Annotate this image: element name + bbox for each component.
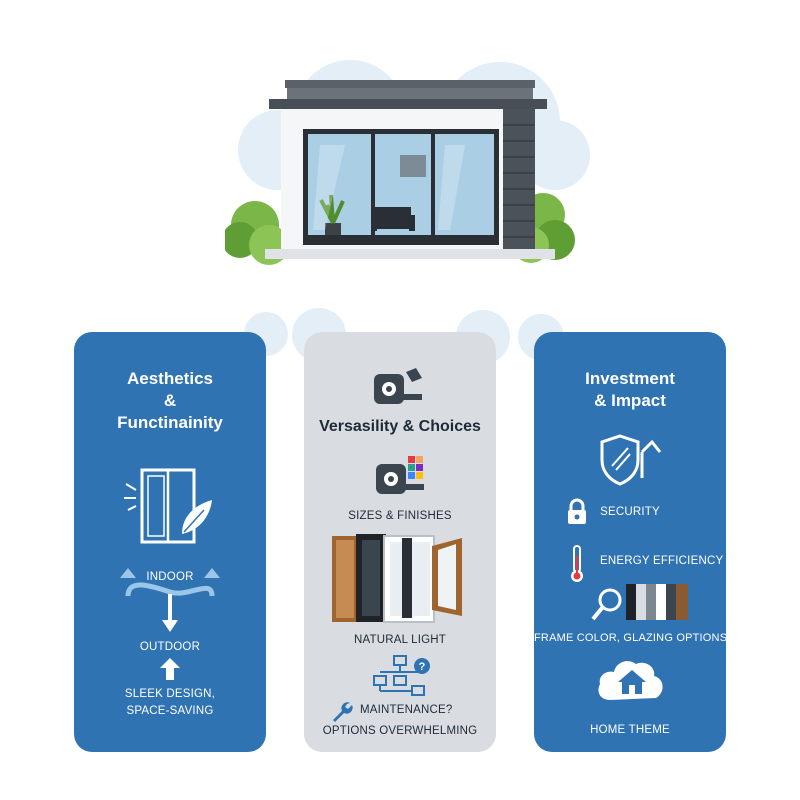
flowchart-icon: ? [373,655,430,696]
frame-swatches-icon [626,584,688,620]
versatility-panel: Versasility & Choices SIZES & FINISHES N… [304,332,496,752]
panel-title-line: Aesthetics [127,369,213,388]
maintenance-label: MAINTENANCE? [360,704,453,716]
tape-measure-icon [374,368,422,404]
thermometer-icon [571,545,583,582]
house-with-sliding-glass-door-icon [225,80,575,265]
panel-title-line: Investment [585,369,675,388]
lock-icon [568,498,586,524]
natural-light-label: NATURAL LIGHT [353,634,447,646]
cloud-home-icon [598,661,663,700]
energy-label: ENERGY EFFICIENCY [600,555,724,567]
indoor-label: INDOOR [146,571,194,583]
window-leaf-icon [124,468,212,544]
investment-panel: Investment & Impact SECURITY ENERGY EFFI… [534,332,728,752]
color-swatch-icon [376,456,424,494]
indoor-outdoor-arrows-icon [120,568,220,632]
outdoor-label: OUTDOOR [139,641,201,653]
aesthetics-panel: Aesthetics & Functinainity INDOOR OUTDOO… [74,332,266,752]
sizes-finishes-label: SIZES & FINISHES [348,510,452,522]
up-arrow-icon [160,658,180,680]
security-label: SECURITY [600,506,660,518]
panel-title-line: & [163,391,177,410]
svg-text:?: ? [419,661,426,673]
shield-arrow-icon [600,434,662,486]
options-label: OPTIONS OVERWHELMING [322,725,478,737]
panel-title-line: & Impact [594,391,666,410]
design-label-line: SPACE-SAVING [126,705,214,717]
magnifier-icon [591,588,622,621]
panel-title-line: Functinainity [117,413,223,432]
frame-color-label: FRAME COLOR, GLAZING OPTIONS [534,632,728,644]
home-theme-label: HOME THEME [590,724,670,736]
sliding-door-frames-icon [332,534,462,623]
design-label-line: SLEEK DESIGN, [124,688,216,700]
panel-title: Versasility & Choices [319,418,481,435]
wrench-icon [333,702,353,722]
